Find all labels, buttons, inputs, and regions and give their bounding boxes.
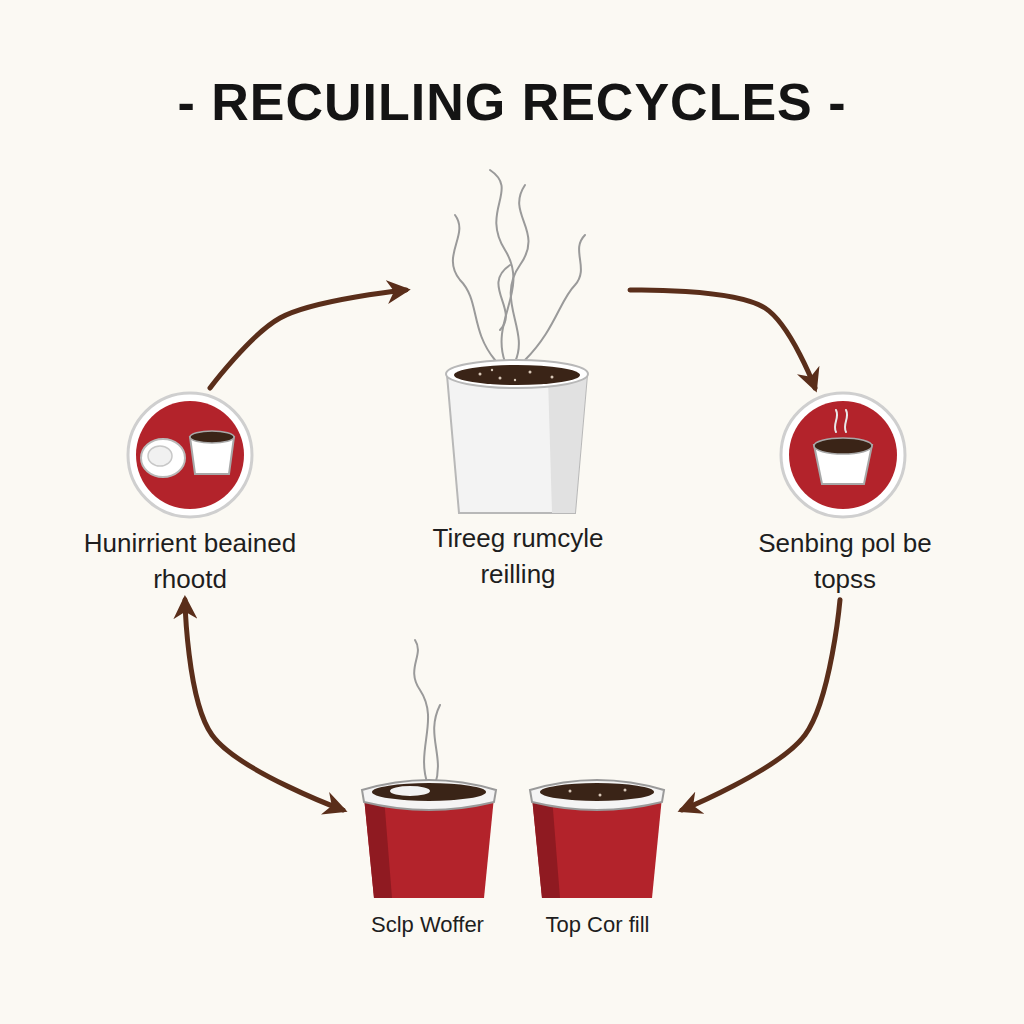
station-label: Sclp Woffer — [345, 910, 510, 941]
red-cup — [414, 640, 440, 785]
red-cup — [390, 786, 430, 796]
cycle-arrow — [682, 600, 840, 810]
steaming-cup — [551, 376, 554, 379]
steaming-cup — [446, 360, 588, 388]
station-label: Tireeg rumcyle reilling — [408, 520, 628, 593]
steaming-cup — [447, 375, 587, 513]
steaming-cup — [454, 365, 580, 385]
steaming-cup — [453, 215, 495, 360]
red-cup — [372, 783, 486, 801]
station-label: Hunirrient beained rhootd — [80, 525, 300, 598]
pods-icon — [128, 393, 252, 517]
pods-icon — [136, 401, 244, 509]
cycle-arrow — [630, 290, 815, 388]
cycle-arrow — [210, 290, 406, 388]
red-cup — [540, 783, 654, 801]
red-cup — [569, 789, 627, 797]
steaming-cup — [479, 369, 554, 381]
station-node: Tireeg rumcyle reilling — [408, 160, 628, 593]
station-label: Senbing pol be topss — [735, 525, 955, 598]
steaming-cup — [479, 373, 482, 376]
steaming-cup — [511, 185, 529, 362]
steaming-cup — [548, 375, 587, 513]
steaming-cup — [498, 265, 510, 330]
steaming-cup — [453, 170, 585, 362]
cup-icon — [845, 410, 847, 432]
cup-icon — [781, 393, 905, 517]
cup-icon — [781, 393, 905, 517]
red-cup — [599, 794, 602, 797]
pods-icon — [128, 393, 252, 517]
station-node: Sclp Woffer — [345, 770, 510, 941]
red-cup — [362, 780, 496, 810]
steaming-cup — [490, 170, 513, 362]
red-cup — [364, 797, 392, 898]
red-cup — [414, 640, 428, 785]
cup-icon — [835, 410, 847, 432]
station-node: Hunirrient beained rhootd — [80, 390, 300, 598]
cycle-arrow — [185, 600, 343, 810]
steaming-cup — [514, 379, 516, 381]
diagram-title: - RECUILING RECYCLES - — [0, 72, 1024, 132]
pods-icon — [141, 439, 185, 477]
station-label: Top Cor fill — [515, 910, 680, 941]
pods-icon — [190, 431, 234, 443]
red-cup — [624, 789, 627, 792]
red-cup — [434, 705, 440, 785]
red-cup — [530, 780, 664, 898]
red-cup — [532, 797, 662, 898]
steaming-cup — [529, 371, 532, 374]
red-cup — [569, 790, 572, 793]
steaming-cup — [446, 170, 588, 513]
station-node: Top Cor fill — [515, 770, 680, 941]
red-cup — [530, 780, 664, 810]
red-cup — [362, 640, 496, 898]
station-node: Senbing pol be topss — [735, 390, 955, 598]
pods-icon — [148, 446, 172, 466]
cup-icon — [835, 410, 837, 432]
cup-icon — [814, 438, 872, 454]
steaming-cup — [499, 377, 502, 380]
red-cup — [364, 797, 494, 898]
red-cup — [532, 797, 560, 898]
steaming-cup — [525, 235, 585, 360]
cup-icon — [789, 401, 897, 509]
steaming-cup — [491, 369, 493, 371]
